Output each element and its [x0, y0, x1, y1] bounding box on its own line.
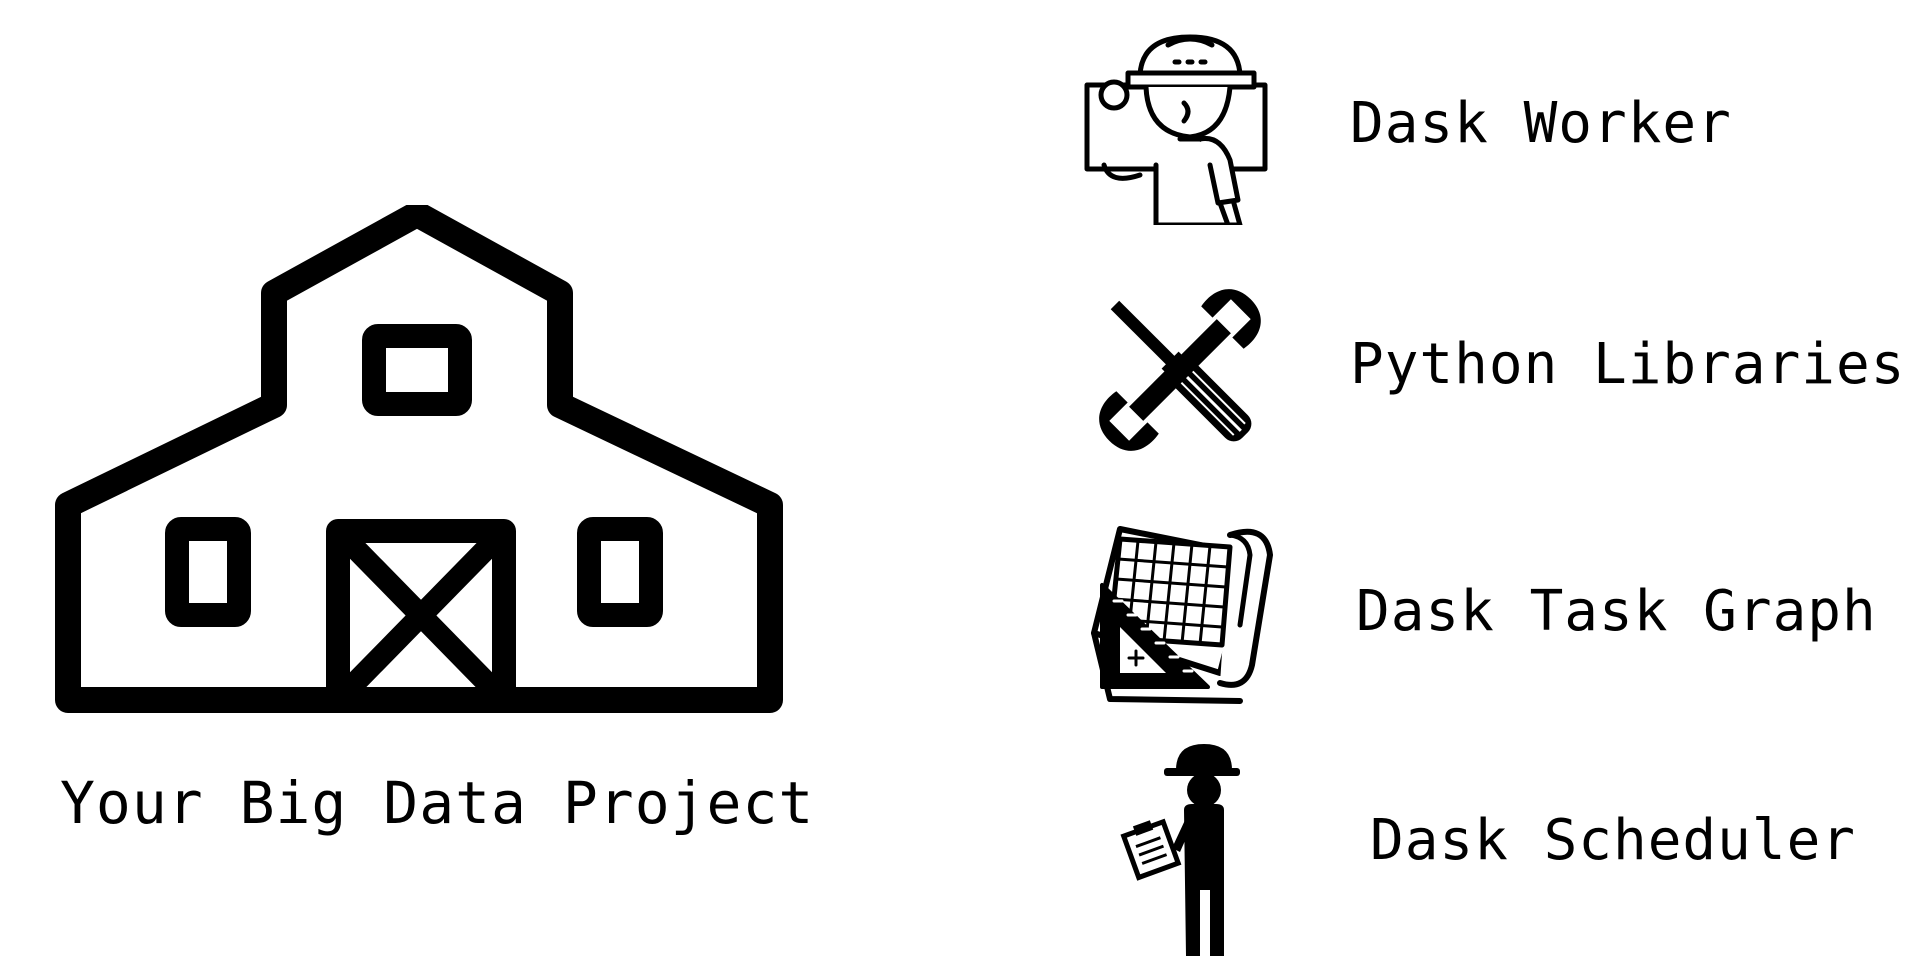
legend-label-dask-scheduler: Dask Scheduler	[1370, 808, 1857, 873]
farm-worker-icon	[1080, 25, 1280, 228]
barn-icon	[50, 201, 790, 715]
legend-item-dask-task-graph: Dask Task Graph	[1080, 515, 1918, 715]
legend-label-dask-worker: Dask Worker	[1350, 91, 1732, 156]
legend-label-dask-task-graph: Dask Task Graph	[1356, 579, 1877, 644]
wrench-screwdriver-icon	[1080, 270, 1280, 470]
legend-label-python-libraries: Python Libraries	[1350, 332, 1906, 397]
project-label: Your Big Data Project	[60, 769, 815, 837]
blueprint-icon	[1080, 515, 1280, 715]
legend-item-dask-scheduler: Dask Scheduler	[1080, 740, 1918, 956]
foreman-clipboard-icon	[1080, 740, 1280, 956]
legend-item-dask-worker: Dask Worker	[1080, 25, 1918, 228]
legend-item-python-libraries: Python Libraries	[1080, 270, 1918, 470]
